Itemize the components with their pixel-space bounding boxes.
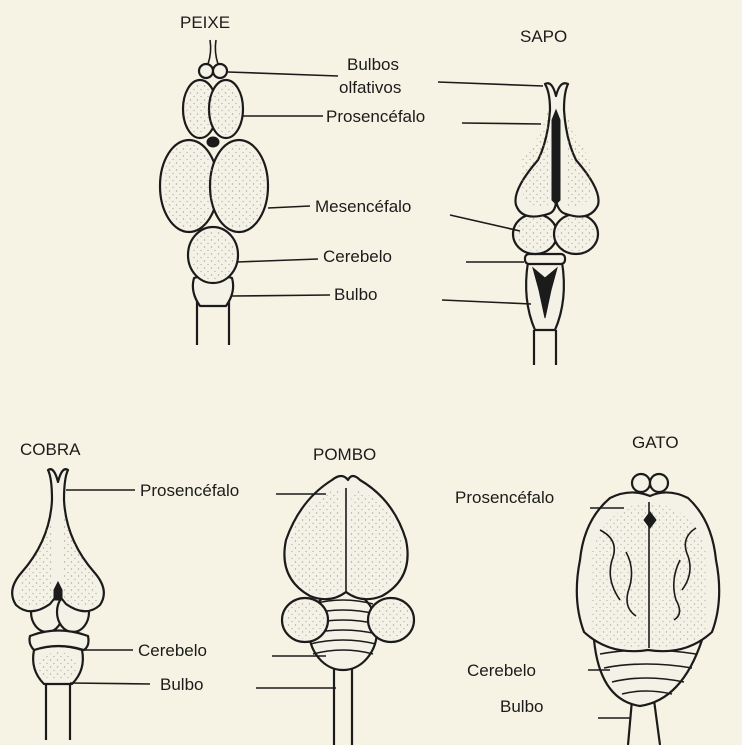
snake-cerebellum bbox=[30, 631, 89, 651]
frog-brain bbox=[513, 83, 599, 365]
label-snake-medulla: Bulbo bbox=[160, 675, 203, 694]
label-cerebellum-center: Cerebelo bbox=[323, 247, 392, 266]
cat-olfactory-bulb-right bbox=[650, 474, 668, 492]
label-snake-cerebellum: Cerebelo bbox=[138, 641, 207, 660]
label-olfactory-bulbs-line1: Bulbos bbox=[347, 55, 399, 74]
fish-title: PEIXE bbox=[180, 13, 230, 32]
fish-brain bbox=[160, 40, 268, 345]
fish-olfactory-bulb-left bbox=[199, 64, 213, 78]
fish-olfactory-bulb-right bbox=[213, 64, 227, 78]
pigeon-brain bbox=[282, 476, 414, 745]
label-midbrain-center: Mesencéfalo bbox=[315, 197, 411, 216]
cat-title: GATO bbox=[632, 433, 679, 452]
label-forebrain-center: Prosencéfalo bbox=[326, 107, 425, 126]
label-cat-forebrain: Prosencéfalo bbox=[455, 488, 554, 507]
label-olfactory-bulbs-line2: olfativos bbox=[339, 78, 401, 97]
label-cat-medulla: Bulbo bbox=[500, 697, 543, 716]
label-cat-cerebellum: Cerebelo bbox=[467, 661, 536, 680]
frog-cerebellum bbox=[525, 254, 565, 264]
snake-title: COBRA bbox=[20, 440, 81, 459]
label-medulla-center: Bulbo bbox=[334, 285, 377, 304]
frog-title: SAPO bbox=[520, 27, 567, 46]
cat-brain bbox=[577, 474, 719, 745]
pigeon-title: POMBO bbox=[313, 445, 376, 464]
label-snake-forebrain: Prosencéfalo bbox=[140, 481, 239, 500]
cat-olfactory-bulb-left bbox=[632, 474, 650, 492]
snake-brain bbox=[12, 469, 104, 740]
